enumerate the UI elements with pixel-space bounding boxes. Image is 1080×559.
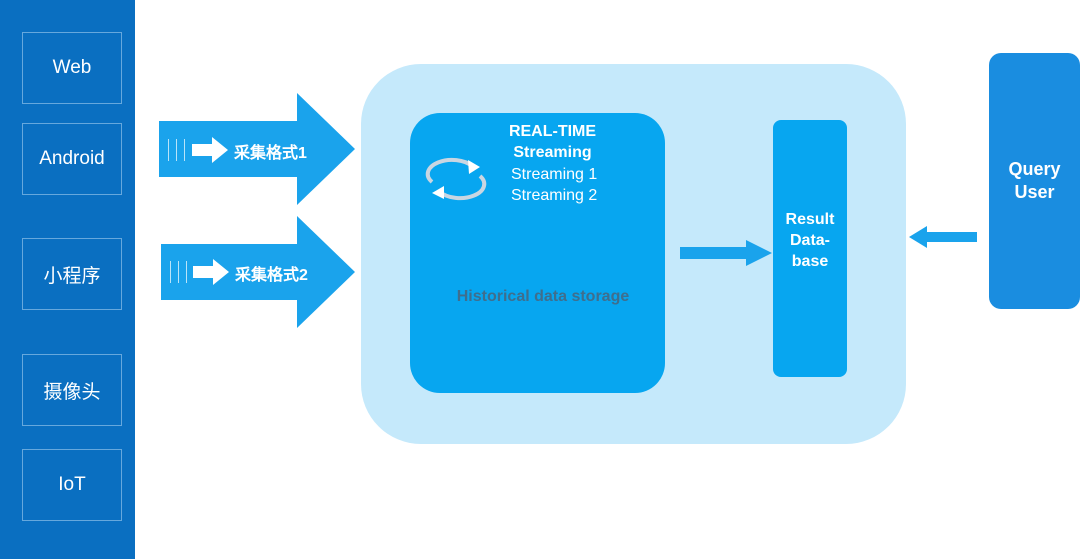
collect-format-1-label: 采集格式1 [234, 145, 307, 162]
source-label: 摄像头 [43, 381, 101, 403]
source-camera: 摄像头 [22, 354, 122, 426]
arrow-tick [178, 261, 179, 283]
arrow-tick [170, 261, 171, 283]
small-arrow-icon [192, 137, 228, 163]
result-database [773, 120, 847, 377]
query-user-box [989, 53, 1080, 309]
small-arrow-icon [193, 259, 229, 285]
query-user-label: Query User [989, 158, 1080, 204]
refresh-cycle-icon [425, 157, 487, 201]
source-web: Web [22, 32, 122, 104]
source-android: Android [22, 123, 122, 195]
realtime-title-line2: Streaming [513, 144, 592, 161]
arrow-tick [176, 139, 177, 161]
stream-item-2: Streaming 2 [511, 187, 598, 204]
query-label-line2: User [1014, 182, 1055, 202]
collect-arrow-1 [159, 93, 355, 205]
source-mini-program: 小程序 [22, 238, 122, 310]
source-column: Web Android 小程序 摄像头 IoT [0, 0, 135, 559]
arrow-tick [184, 139, 185, 161]
historical-storage-label: Historical data storage [456, 288, 630, 305]
source-label: IoT [58, 474, 86, 495]
source-label: Web [52, 57, 92, 78]
arrow-tick [186, 261, 187, 283]
realtime-title: REAL-TIME Streaming [470, 121, 635, 163]
arrow-tick [168, 139, 169, 161]
collect-arrow-2 [161, 216, 355, 328]
query-label-line1: Query [1008, 159, 1061, 179]
source-label: Android [39, 148, 105, 169]
db-label-line1: Result [785, 211, 835, 228]
db-label-line3: base [791, 253, 829, 270]
result-database-label: Result Data- base [773, 209, 847, 272]
stream-item-1: Streaming 1 [511, 166, 598, 183]
to-database-arrow [680, 240, 772, 266]
source-label: 小程序 [43, 265, 101, 287]
collect-format-2-label: 采集格式2 [235, 267, 308, 284]
db-label-line2: Data- [789, 232, 830, 249]
realtime-title-line1: REAL-TIME [508, 123, 597, 140]
source-iot: IoT [22, 449, 122, 521]
query-arrow [909, 226, 977, 248]
